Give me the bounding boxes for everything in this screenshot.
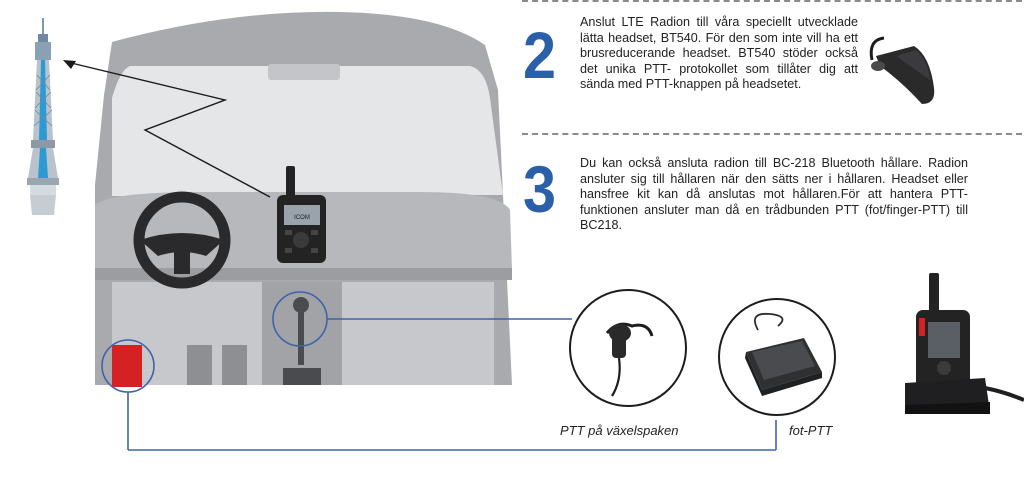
bt540-headset [869,36,935,104]
step-2-number: 2 [523,18,557,92]
step-3-text: Du kan också ansluta radion till BC-218 … [580,156,968,233]
ptt-cables [127,318,777,451]
step-2-text: Anslut LTE Radion till våra speciellt ut… [580,15,858,92]
top-separator [522,0,1022,2]
step-3-number: 3 [523,152,557,226]
bc218-cradle-with-radio [905,273,1024,414]
lte-radio: ICOM [277,166,326,263]
middle-separator [522,133,1022,135]
foot-ptt-caption: fot-PTT [789,423,833,438]
foot-ptt-illustration [718,298,836,416]
radio-tower [27,18,59,215]
finger-ptt-illustration [569,289,687,407]
radio-brand-label: ICOM [294,215,310,221]
gear-ptt-caption: PTT på växelspaken [560,423,679,438]
signal-arrow [63,60,271,198]
